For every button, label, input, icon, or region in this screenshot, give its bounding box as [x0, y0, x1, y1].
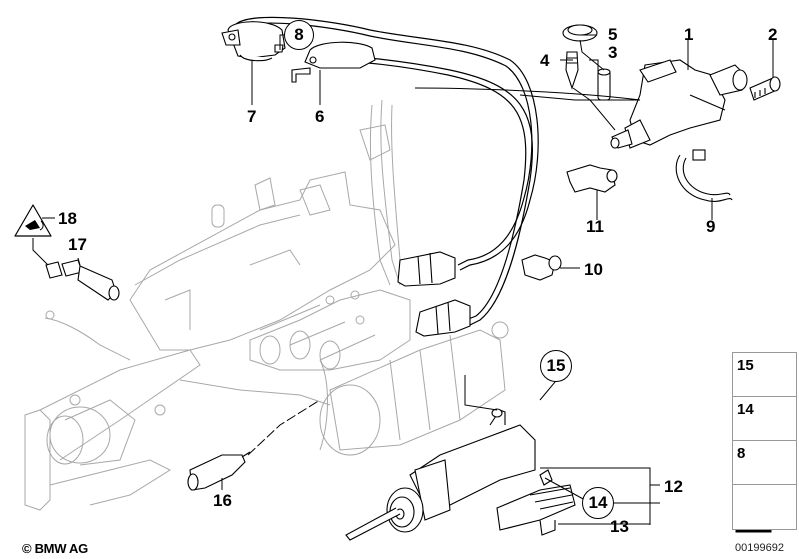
slave-cylinder-12: [345, 408, 536, 541]
sensor-6: [291, 41, 376, 83]
warning-label-18: [14, 204, 52, 237]
bolt-2: [749, 76, 781, 101]
clip-10: [521, 254, 562, 281]
copyright-text: © BMW AG: [22, 541, 88, 556]
callout-2: 2: [768, 25, 778, 44]
hydraulic-lines: [234, 16, 539, 326]
callout-4: 4: [540, 51, 550, 70]
callout-9: 9: [706, 217, 716, 236]
sensor-7: [221, 21, 286, 62]
cable-tie-9: [675, 149, 733, 202]
callout-15: 15: [540, 350, 572, 382]
legend-label: 14: [737, 401, 754, 418]
legend-item-arrow: [733, 485, 796, 529]
bracket-13: [496, 469, 576, 536]
callout-14-label: 14: [588, 493, 608, 512]
callout-12: 12: [664, 477, 683, 496]
callout-5: 5: [608, 25, 618, 44]
temperature-sensor-17: [45, 259, 120, 301]
callout-18: 18: [58, 209, 77, 228]
leader-lines: [32, 34, 774, 525]
callout-8: 8: [284, 20, 314, 50]
callout-16: 16: [213, 491, 232, 510]
callout-11: 11: [586, 217, 604, 236]
bleed-parts: [562, 24, 611, 101]
clutch-actuator: [610, 59, 748, 149]
callout-7: 7: [247, 107, 257, 126]
legend-item-flange-screw: 8: [733, 441, 796, 485]
legend-item-screw: 14: [733, 397, 796, 441]
legend-label: 15: [737, 357, 754, 374]
callout-15-label: 15: [546, 356, 566, 375]
callout-3: 3: [608, 43, 618, 62]
holder-11: [566, 164, 618, 193]
fastener-legend: 15 14 8: [732, 352, 797, 530]
line-connectors: [397, 251, 471, 337]
callout-17: 17: [68, 235, 87, 254]
callout-1: 1: [684, 25, 694, 44]
sensor-16: [187, 451, 251, 491]
legend-label: 8: [737, 445, 746, 462]
callout-6: 6: [315, 107, 325, 126]
callout-13: 13: [610, 517, 629, 536]
transmission-housing: [24, 99, 509, 511]
callout-14: 14: [582, 487, 614, 519]
callout-8-label: 8: [294, 25, 304, 44]
document-number: 00199692: [735, 542, 784, 554]
callout-10: 10: [584, 260, 603, 279]
legend-item-nut: 15: [733, 353, 796, 397]
